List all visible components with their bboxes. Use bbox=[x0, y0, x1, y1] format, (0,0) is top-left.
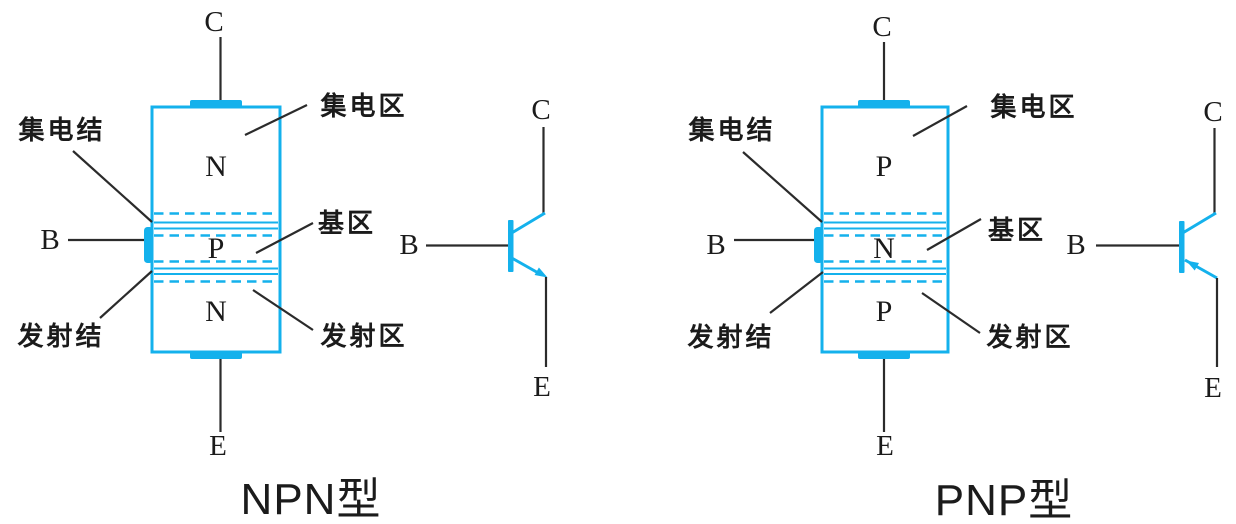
npn-symbol-emitter-label: E bbox=[533, 371, 551, 403]
npn-emitter-junction-label: 发射结 bbox=[16, 321, 104, 351]
pnp-caption: PNP型 bbox=[935, 476, 1073, 524]
npn-emitter-region-label: 发射区 bbox=[319, 321, 407, 351]
pnp-collector-region-leader bbox=[912, 105, 968, 137]
npn-collector-region-label: 集电区 bbox=[319, 91, 407, 121]
pnp-symbol-base-bar bbox=[1179, 221, 1185, 273]
pnp-emitter-region-type: P bbox=[876, 295, 893, 328]
pnp-base-terminal-label: B bbox=[706, 229, 725, 261]
pnp-collector-junction-leader bbox=[742, 151, 823, 223]
npn-symbol-base-label: B bbox=[399, 229, 418, 261]
pnp-bottom-contact bbox=[858, 351, 910, 359]
npn-emitter-region-type: N bbox=[205, 295, 227, 328]
pnp-collector-junction-label: 集电结 bbox=[687, 115, 775, 145]
npn-collector-region-leader bbox=[244, 104, 308, 136]
pnp-symbol-emitter-arrow bbox=[1186, 260, 1199, 271]
npn-symbol-base-bar bbox=[508, 220, 514, 272]
pnp-symbol-base-label: B bbox=[1066, 229, 1085, 261]
npn-base-contact bbox=[144, 227, 153, 263]
pnp-emitter-region-leader bbox=[921, 292, 981, 334]
npn-caption: NPN型 bbox=[241, 475, 382, 524]
pnp-symbol-collector-arm bbox=[1180, 211, 1217, 236]
npn-bottom-contact bbox=[190, 351, 242, 359]
pnp-base-region-label: 基区 bbox=[988, 216, 1046, 245]
pnp-base-region-type: N bbox=[873, 232, 895, 265]
pnp-collector-terminal-label: C bbox=[872, 11, 891, 43]
pnp-collector-region-label: 集电区 bbox=[989, 92, 1077, 122]
npn-structure: C N P N E B 集电结 集电区 基区 发射结 发射区 bbox=[16, 6, 407, 524]
pnp-symbol-collector-label: C bbox=[1203, 96, 1222, 128]
pnp-emitter-junction-label: 发射结 bbox=[686, 322, 774, 352]
npn-base-terminal-label: B bbox=[40, 224, 59, 256]
npn-symbol-emitter-arm bbox=[509, 255, 542, 276]
npn-collector-junction-label: 集电结 bbox=[17, 115, 105, 145]
pnp-base-contact bbox=[814, 227, 823, 263]
pnp-emitter-terminal-label: E bbox=[876, 430, 894, 462]
npn-emitter-junction-leader bbox=[99, 270, 153, 319]
pnp-symbol: C B E bbox=[1066, 96, 1222, 404]
npn-symbol: C B E bbox=[399, 94, 551, 403]
npn-symbol-collector-label: C bbox=[531, 94, 550, 126]
npn-collector-terminal-label: C bbox=[204, 6, 223, 38]
npn-collector-region-type: N bbox=[205, 150, 227, 183]
npn-emitter-region-leader bbox=[252, 289, 314, 331]
pnp-base-region-leader bbox=[926, 218, 982, 251]
npn-symbol-emitter-arrow bbox=[534, 267, 548, 278]
pnp-emitter-region-label: 发射区 bbox=[985, 322, 1073, 352]
npn-base-region-leader bbox=[255, 222, 314, 254]
pnp-symbol-emitter-label: E bbox=[1204, 372, 1222, 404]
npn-base-region-label: 基区 bbox=[318, 209, 376, 238]
pnp-structure: C P N P E B 集电结 集电区 基区 发射结 发射区 PNP型 bbox=[686, 11, 1077, 524]
npn-emitter-terminal-label: E bbox=[209, 430, 227, 462]
pnp-collector-region-type: P bbox=[876, 150, 893, 183]
npn-base-region-type: P bbox=[208, 232, 225, 265]
npn-collector-junction-leader bbox=[72, 150, 153, 223]
pnp-emitter-junction-leader bbox=[769, 271, 824, 314]
npn-symbol-collector-arm bbox=[509, 211, 546, 236]
